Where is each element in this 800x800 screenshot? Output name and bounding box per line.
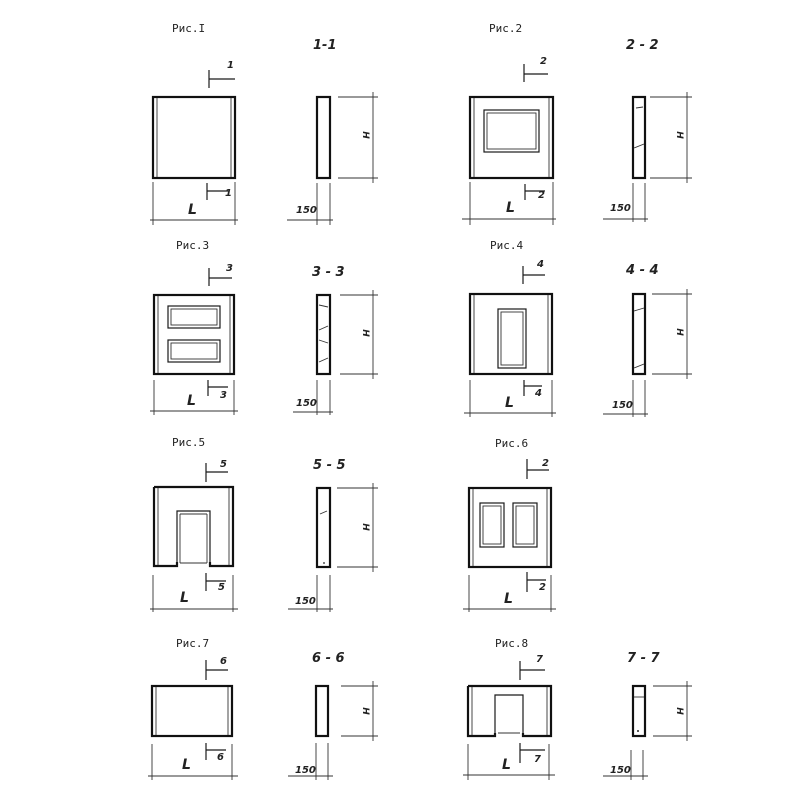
figure-8-cut-bottom-number: 7 bbox=[534, 754, 541, 765]
section-4-4-thickness-label: 150 bbox=[612, 400, 633, 411]
figure-7-cut-marks bbox=[205, 660, 228, 760]
figure-7-length-label: L bbox=[182, 757, 191, 773]
figure-4-cut-marks bbox=[522, 266, 545, 396]
figure-7-cut-top-number: 6 bbox=[220, 656, 227, 667]
figure-2-panel bbox=[468, 95, 555, 180]
figure-6-title: Рис.6 bbox=[495, 437, 529, 450]
section-3-3-height-label: H bbox=[359, 329, 370, 337]
figure-1-panel bbox=[151, 95, 237, 180]
figure-5-cut-top-number: 5 bbox=[220, 459, 227, 470]
section-3-3 bbox=[293, 290, 378, 415]
figure-3-cut-top-number: 3 bbox=[226, 263, 233, 274]
section-6-6 bbox=[288, 681, 378, 780]
figure-4-length-dim bbox=[464, 380, 556, 417]
figure-8-cut-top-number: 7 bbox=[536, 654, 543, 665]
figure-2-title: Рис.2 bbox=[489, 22, 523, 35]
figure-4-cut-bottom-number: 4 bbox=[535, 388, 542, 399]
section-5-5-height-label: H bbox=[359, 523, 370, 531]
figure-1-length-dim bbox=[150, 182, 238, 225]
figure-2-cut-top-number: 2 bbox=[540, 56, 547, 67]
figure-2-length-label: L bbox=[506, 200, 515, 216]
figure-2-cut-marks bbox=[523, 64, 548, 200]
figure-5-title: Рис.5 bbox=[172, 436, 206, 449]
figure-7-title: Рис.7 bbox=[176, 637, 210, 650]
section-1-1-label: 1-1 bbox=[313, 38, 337, 53]
section-4-4 bbox=[603, 289, 692, 417]
figure-1-length-label: L bbox=[188, 202, 197, 218]
section-5-5-thickness-label: 150 bbox=[295, 596, 316, 607]
section-6-6-thickness-label: 150 bbox=[295, 765, 316, 776]
figure-5-cut-bottom-number: 5 bbox=[218, 582, 225, 593]
section-1-1-height-label: H bbox=[359, 131, 370, 139]
figure-4-panel bbox=[468, 292, 554, 376]
figure-7-panel bbox=[150, 684, 234, 738]
section-2-2-label: 2 - 2 bbox=[626, 38, 659, 53]
figure-6-cut-top-number: 2 bbox=[542, 458, 549, 469]
section-4-4-label: 4 - 4 bbox=[626, 263, 659, 278]
figure-1-cut-bottom-number: 1 bbox=[225, 188, 232, 199]
section-4-4-height-label: H bbox=[673, 328, 684, 336]
figure-6-length-dim bbox=[463, 575, 556, 612]
figure-1-cut-top-number: 1 bbox=[227, 60, 234, 71]
section-7-7-height-label: H bbox=[673, 707, 684, 715]
figure-8-cut-marks bbox=[519, 661, 545, 763]
section-2-2-thickness-label: 150 bbox=[610, 203, 631, 214]
section-5-5-label: 5 - 5 bbox=[313, 458, 346, 473]
section-2-2-height-label: H bbox=[673, 131, 684, 139]
figure-5-length-dim bbox=[150, 575, 238, 612]
figure-3-title: Рис.3 bbox=[176, 239, 210, 252]
section-5-5 bbox=[288, 483, 378, 612]
figure-3-cut-bottom-number: 3 bbox=[220, 390, 227, 401]
section-2-2 bbox=[603, 92, 692, 222]
section-3-3-thickness-label: 150 bbox=[296, 398, 317, 409]
figure-5-length-label: L bbox=[180, 590, 189, 606]
section-3-3-label: 3 - 3 bbox=[312, 265, 345, 280]
figure-1-cut-marks bbox=[206, 70, 235, 200]
figure-2-length-dim bbox=[462, 182, 556, 225]
section-1-1 bbox=[287, 92, 378, 225]
figure-8-title: Рис.8 bbox=[495, 637, 529, 650]
figure-3-cut-marks bbox=[207, 268, 232, 396]
section-7-7 bbox=[603, 681, 692, 780]
section-7-7-label: 7 - 7 bbox=[627, 651, 660, 666]
figure-6-length-label: L bbox=[504, 591, 513, 607]
figure-8-length-dim bbox=[463, 744, 555, 780]
figure-3-length-dim bbox=[150, 380, 238, 415]
figure-5-cut-marks bbox=[205, 463, 228, 591]
figure-2-cut-bottom-number: 2 bbox=[538, 190, 545, 201]
figure-6-cut-marks bbox=[526, 459, 549, 592]
figure-4-title: Рис.4 bbox=[490, 239, 524, 252]
figure-3-length-label: L bbox=[187, 393, 196, 409]
section-1-1-thickness-label: 150 bbox=[296, 205, 317, 216]
figure-3-panel bbox=[152, 293, 236, 376]
figure-4-length-label: L bbox=[505, 395, 514, 411]
figure-4-cut-top-number: 4 bbox=[537, 259, 544, 270]
figure-7-length-dim bbox=[148, 744, 238, 780]
figure-6-panel bbox=[467, 486, 553, 569]
figure-8-length-label: L bbox=[502, 757, 511, 773]
figure-8-panel bbox=[466, 684, 553, 738]
section-7-7-thickness-label: 150 bbox=[610, 765, 631, 776]
section-6-6-height-label: H bbox=[359, 707, 370, 715]
figure-5-panel bbox=[152, 485, 235, 568]
figure-7-cut-bottom-number: 6 bbox=[217, 752, 224, 763]
figure-1-title: Рис.I bbox=[172, 22, 206, 35]
section-6-6-label: 6 - 6 bbox=[312, 651, 345, 666]
figure-6-cut-bottom-number: 2 bbox=[539, 582, 546, 593]
